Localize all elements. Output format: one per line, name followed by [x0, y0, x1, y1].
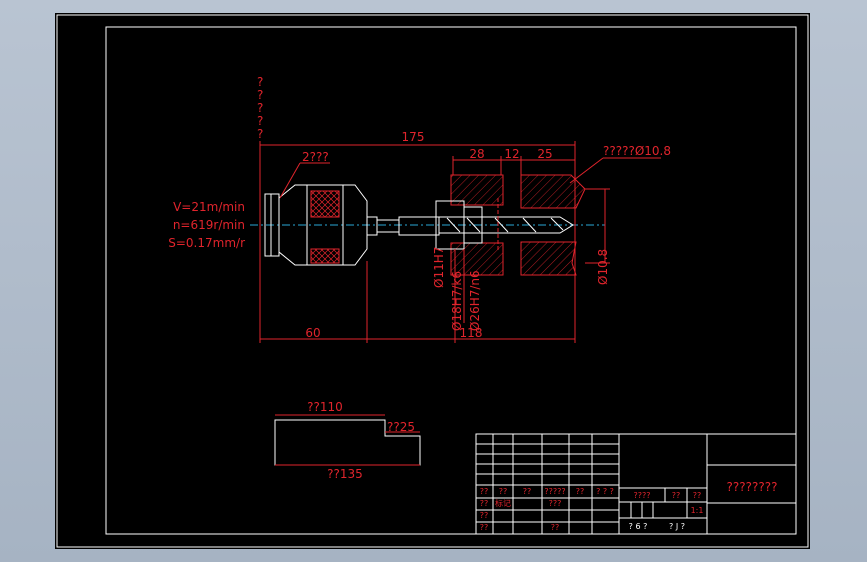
- top-note-line: ?: [257, 127, 263, 141]
- svg-text:V=21m/min: V=21m/min: [173, 200, 245, 214]
- drill-chuck: [264, 184, 400, 266]
- title-block-cell: ? ? ?: [596, 487, 614, 496]
- title-block-cell: ??: [480, 523, 489, 532]
- tb-sheet-count: ? 6 ?: [629, 522, 648, 531]
- top-note-line: ?: [257, 101, 263, 115]
- dim-28: 28: [469, 147, 484, 161]
- dim-60: 60: [305, 326, 320, 340]
- top-note: ? ? ? ? ?: [257, 75, 263, 141]
- cad-drawing-viewport[interactable]: 175 28 12 25 60 118 Ø11H7 Ø18H7/k6 Ø26H7…: [55, 13, 810, 549]
- top-note-line: ?: [257, 114, 263, 128]
- dim-dia-18: Ø18H7/k6: [450, 271, 464, 331]
- dim-25: 25: [537, 147, 552, 161]
- title-block-cell: ??: [523, 487, 532, 496]
- dim-dia-11: Ø11H7: [432, 247, 446, 288]
- dim-12: 12: [504, 147, 519, 161]
- title-block: [475, 433, 797, 535]
- outer-border: [56, 14, 809, 548]
- drill-label: ?????Ø10.8: [603, 144, 671, 158]
- inner-border: [105, 26, 797, 535]
- title-block-cell: ??: [480, 511, 489, 520]
- drill-bit: [398, 216, 574, 236]
- dimension-lines: [259, 141, 661, 343]
- tb-material-label: ????: [634, 491, 651, 500]
- title-block-cell: ??: [551, 523, 560, 532]
- sketch-top: ??110: [307, 400, 343, 414]
- dim-dia-108: Ø10.8: [596, 249, 610, 285]
- drawing-title: ????????: [727, 480, 778, 494]
- drawing-canvas: 175 28 12 25 60 118 Ø11H7 Ø18H7/k6 Ø26H7…: [56, 14, 809, 548]
- top-note-line: ?: [257, 88, 263, 102]
- cutting-parameters: V=21m/min n=619r/min S=0.17mm/r: [168, 200, 245, 250]
- top-note-line: ?: [257, 75, 263, 89]
- tb-scale-value: 1:1: [691, 506, 704, 515]
- tb-sheet-number: ? J ?: [669, 522, 685, 531]
- svg-text:S=0.17mm/r: S=0.17mm/r: [168, 236, 245, 250]
- title-block-cell: ??: [576, 487, 585, 496]
- tb-scale-label: ??: [693, 491, 702, 500]
- title-block-cell: ???: [549, 499, 562, 508]
- title-block-cell: 标记: [495, 498, 511, 508]
- sketch-bottom: ??135: [327, 467, 363, 481]
- svg-text:n=619r/min: n=619r/min: [173, 218, 245, 232]
- title-block-cell: ??: [480, 499, 489, 508]
- dim-175: 175: [402, 130, 425, 144]
- tb-weight-label: ??: [672, 491, 681, 500]
- fixture-section: [435, 174, 586, 276]
- dim-118: 118: [460, 326, 483, 340]
- dim-dia-26: Ø26H7/n6: [468, 270, 482, 331]
- title-block-cell: ??: [480, 487, 489, 496]
- title-block-cell: ??: [499, 487, 508, 496]
- title-block-cell: ?????: [544, 487, 565, 496]
- title-block-left-cells: ????????????? ? ? ??? 标记?????????: [480, 487, 614, 532]
- process-sketch: [274, 414, 421, 466]
- part-label: 2???: [302, 150, 329, 164]
- sketch-step: ??25: [387, 420, 415, 434]
